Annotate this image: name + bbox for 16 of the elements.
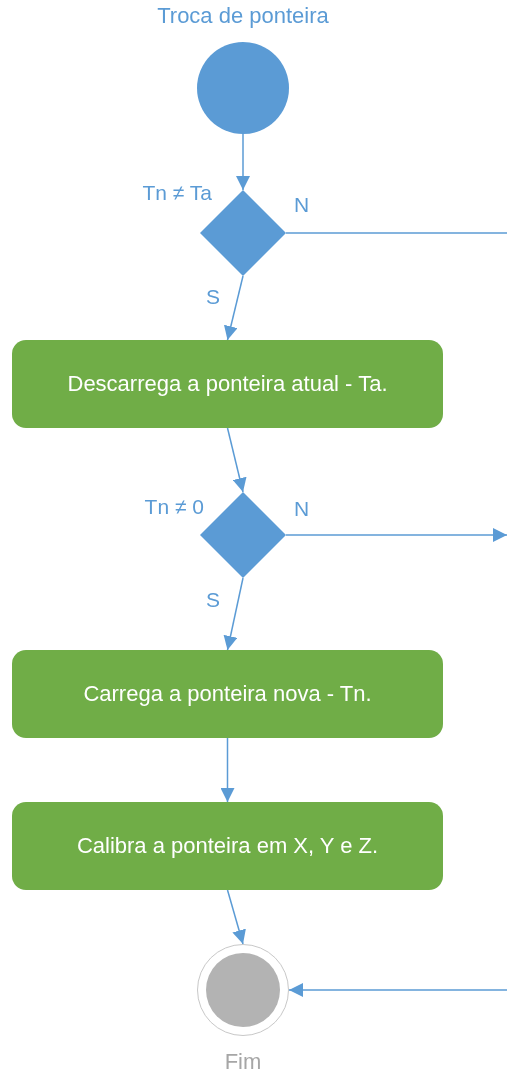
node-caption: Troca de ponteira bbox=[156, 2, 330, 30]
arrow bbox=[285, 528, 507, 542]
node-caption: Tn ≠ Ta bbox=[141, 180, 212, 206]
arrow bbox=[226, 427, 247, 493]
arrow bbox=[226, 889, 246, 945]
arrow bbox=[236, 133, 250, 191]
process-box: Carrega a ponteira nova - Tn. bbox=[12, 650, 443, 738]
connector-line bbox=[285, 232, 507, 234]
arrow bbox=[220, 737, 235, 803]
node-caption: Fim bbox=[223, 1048, 263, 1076]
arrow bbox=[224, 275, 244, 341]
arrow bbox=[223, 577, 244, 651]
node-caption: Tn ≠ 0 bbox=[143, 494, 204, 520]
process-box: Calibra a ponteira em X, Y e Z. bbox=[12, 802, 443, 890]
process-box: Descarrega a ponteira atual - Ta. bbox=[12, 340, 443, 428]
arrow bbox=[288, 983, 507, 997]
